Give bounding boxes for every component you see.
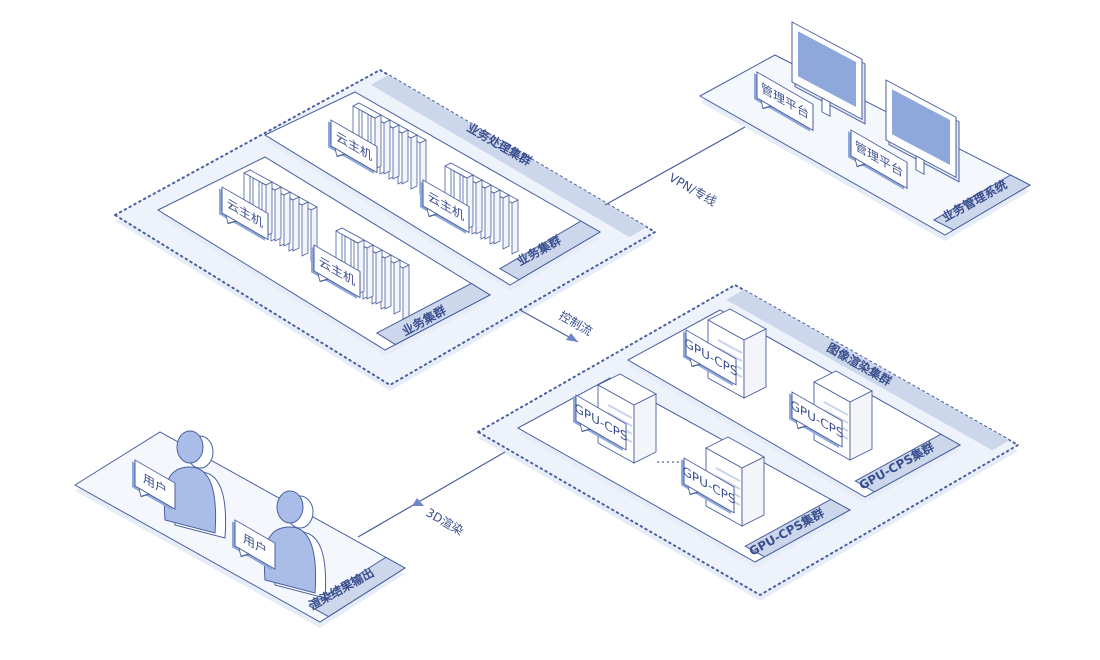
cloud-host-node[interactable]: 云主机 [328,102,427,195]
card-tail [687,485,700,496]
card-face [134,459,176,510]
person-head-icon [176,430,204,464]
card-tail [579,422,592,433]
card-face [313,244,361,299]
control-flow-link [519,309,579,343]
card-tail [854,157,867,168]
user-node[interactable]: 用户 [232,490,327,599]
card-tail [795,419,808,430]
render-output-label-band [308,556,406,618]
control-flow-label: 控制流 [557,308,595,338]
server-blade-side [393,259,401,315]
render-cluster [475,283,1021,601]
tower-vent [717,339,743,354]
monitor-stand [915,155,925,175]
server-blade-side [484,184,492,240]
tower-vent [715,475,741,490]
cloud-host-card[interactable]: 云主机 [328,118,378,179]
server-blade-side [502,194,510,250]
control-flow-arrow-icon [566,333,578,342]
card-tail [238,547,251,558]
server-blade-side [493,189,501,245]
render-3d-arrow-icon [412,498,424,506]
server-blade-side [401,129,409,185]
server-blade-side [375,249,383,305]
card-tail [760,99,773,110]
card-tail [689,357,702,368]
tower-side [741,456,765,527]
tower-side [743,328,767,399]
tower-vent [715,467,741,482]
tower-vent [607,404,633,419]
server-blade-side [292,196,300,252]
server-blade-side [511,199,519,255]
tower-side [633,393,657,464]
user-node[interactable]: 用户 [132,430,227,539]
business-processing-cluster-surface [113,68,657,387]
management-platform-node[interactable]: 管理平台 [848,79,960,195]
business-processing-cluster-label-band [370,74,647,238]
cloud-host-card[interactable]: 云主机 [219,185,269,246]
card-tail [317,272,330,283]
gpu-cluster-a-label-band [854,433,962,493]
cluster-planes [74,54,1032,628]
cloud-host-node[interactable]: 云主机 [311,227,410,320]
business-cluster-b-label-band [375,282,492,346]
card-face [330,119,378,174]
card-face [221,186,269,241]
cloud-host-card[interactable]: 云主机 [420,178,470,239]
server-blade-side [475,179,483,235]
monitor-screen [798,31,856,108]
card-face [850,129,908,190]
card-face [422,179,470,234]
card-face [234,519,276,570]
monitor-icon [791,21,866,125]
render-cluster-label-band [726,289,1010,451]
card-face [685,329,737,386]
management-platform-node[interactable]: 管理平台 [754,21,866,137]
tower-vent [823,409,849,424]
vpn-label: VPN/专线 [667,170,720,209]
user-card[interactable]: 用户 [232,518,276,576]
card-face [756,71,814,132]
card-tail [334,147,347,158]
monitor-icon [885,79,960,183]
server-blade-side [366,244,374,300]
render-3d-label: 3D渲染 [424,505,467,538]
user-card[interactable]: 用户 [132,458,176,516]
server-blade-side [301,201,309,257]
server-blade-side [392,124,400,180]
tower-side [849,390,873,461]
server-blade-side [283,191,291,247]
cloud-host-node[interactable]: 云主机 [420,162,519,255]
business-cluster-a-label-band [498,220,601,281]
monitor-stand [821,97,831,117]
card-tail [225,214,238,225]
server-blade-side [274,186,282,242]
person-head-icon [276,490,304,524]
tower-vent [823,401,849,416]
card-face [575,394,627,451]
monitor-screen [892,89,950,166]
vpn-link [604,126,746,206]
tower-vent [717,347,743,362]
card-tail [138,487,151,498]
gpu-cluster-b-label-band [744,498,852,558]
server-blade-side [410,134,418,190]
management-system-label-band [932,174,1032,231]
tower-vent [607,412,633,427]
cloud-host-node[interactable]: 云主机 [219,169,318,262]
render-3d-link [357,451,506,538]
server-blade-side [402,264,410,320]
card-face [791,391,843,448]
server-blade-side [383,119,391,175]
card-face [683,457,735,514]
render-cluster-surface [475,283,1021,597]
gpu-cps-node[interactable]: GPU-CPS [573,373,657,464]
gpu-cps-node[interactable]: GPU-CPS [683,308,767,399]
card-tail [426,207,439,218]
connections [357,126,746,538]
server-blade-side [384,254,392,310]
